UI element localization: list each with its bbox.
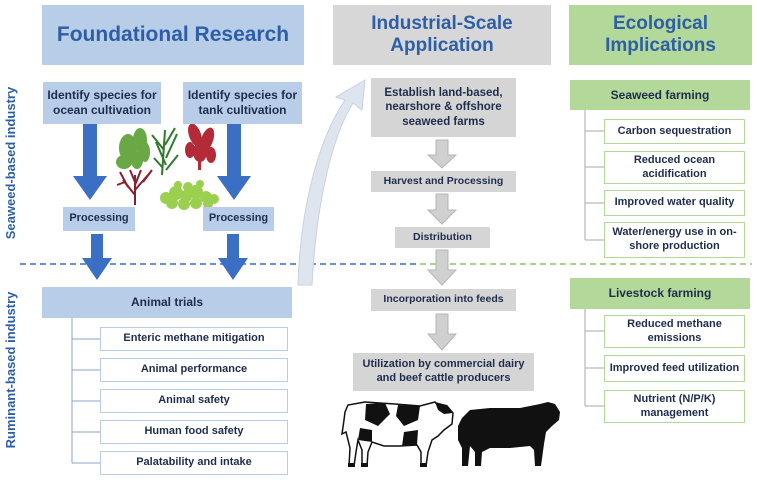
trial-item: Animal safety <box>100 389 288 413</box>
blue-arrow-processing-right <box>218 234 248 280</box>
blue-arrow-ocean <box>73 124 107 200</box>
seaweed-cluster-icon <box>116 122 219 210</box>
livestock-benefit-item: Nutrient (N/P/K) management <box>604 390 745 423</box>
step-incorporation-feeds: Incorporation into feeds <box>371 289 516 311</box>
grey-arrow-1 <box>428 140 456 168</box>
trial-item: Human food safety <box>100 420 288 444</box>
holstein-cow-icon <box>342 402 453 467</box>
processing-left-box: Processing <box>63 207 135 231</box>
livestock-benefit-item: Improved feed utilization <box>604 355 745 382</box>
blue-arrow-processing-left <box>82 234 112 280</box>
livestock-tree-lines <box>585 309 604 406</box>
seaweed-green-fronds <box>116 128 150 169</box>
step-distribution: Distribution <box>395 227 490 248</box>
identify-ocean-species-box: Identify species for ocean cultivation <box>43 82 161 124</box>
seaweed-benefit-item: Water/energy use in on-shore production <box>604 222 745 258</box>
grey-arrow-3 <box>428 250 456 285</box>
seaweed-farming-box: Seaweed farming <box>570 80 750 110</box>
blue-arrow-tank <box>217 124 251 200</box>
seaweed-benefit-item: Carbon sequestration <box>604 119 745 144</box>
seaweed-red-fronds <box>185 122 217 170</box>
seaweed-light-green-mound <box>160 180 219 210</box>
grey-arrow-2 <box>428 194 456 224</box>
identify-tank-species-box: Identify species for tank cultivation <box>183 82 302 124</box>
step-utilization-producers: Utilization by commercial dairy and beef… <box>353 353 534 391</box>
processing-right-box: Processing <box>203 207 274 231</box>
step-harvest-processing: Harvest and Processing <box>371 171 516 192</box>
black-bull-icon <box>458 402 560 466</box>
livestock-farming-box: Livestock farming <box>570 278 750 309</box>
seaweed-benefit-item: Improved water quality <box>604 190 745 216</box>
livestock-benefit-item: Reduced methane emissions <box>604 315 745 348</box>
trial-item: Animal performance <box>100 358 288 382</box>
curved-transition-arrow-icon <box>298 80 365 285</box>
trial-item: Enteric methane mitigation <box>100 327 288 351</box>
animal-trials-box: Animal trials <box>42 287 292 318</box>
seaweed-dark-green <box>152 128 178 175</box>
seaweed-benefit-item: Reduced ocean acidification <box>604 151 745 184</box>
seaweed-red-branching <box>117 170 152 205</box>
grey-arrow-4 <box>428 314 456 350</box>
seaweed-tree-lines <box>585 110 604 240</box>
trials-tree-lines <box>72 318 100 463</box>
step-establish-farms: Establish land-based, nearshore & offsho… <box>371 78 516 137</box>
trial-item: Palatability and intake <box>100 451 288 475</box>
